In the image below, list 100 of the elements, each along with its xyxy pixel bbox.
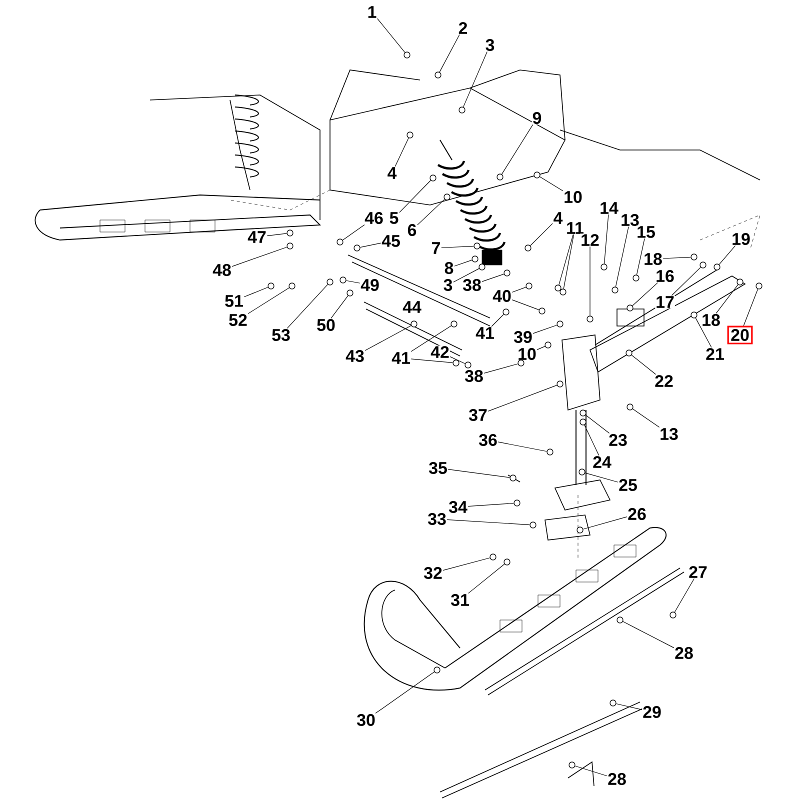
callout-number: 44 xyxy=(402,300,422,314)
callout-number: 3 xyxy=(442,278,454,292)
callout-number: 33 xyxy=(427,512,447,526)
callout-number: 7 xyxy=(430,242,442,254)
callout-number: 39 xyxy=(513,330,533,344)
leader-line xyxy=(375,672,435,714)
callout-number: 10 xyxy=(563,190,583,204)
callout-number: 42 xyxy=(430,346,450,358)
callout-number: 31 xyxy=(450,594,470,607)
leader-line xyxy=(244,286,268,298)
leader-line xyxy=(616,703,642,710)
callout-number: 10 xyxy=(517,348,537,360)
leader-line xyxy=(563,234,574,290)
callout-number: 49 xyxy=(360,278,380,292)
callout-number: 45 xyxy=(381,234,401,248)
callout-number: 19 xyxy=(731,232,751,246)
callout-number: 30 xyxy=(356,714,376,727)
callout-number: 26 xyxy=(627,508,647,520)
leader-line xyxy=(439,34,460,72)
leader-line xyxy=(364,325,412,351)
callout-number: 28 xyxy=(674,646,694,660)
leader-line xyxy=(636,238,645,276)
leader-line xyxy=(716,284,738,314)
leader-line xyxy=(286,284,328,329)
leader-line xyxy=(671,267,701,296)
leader-line xyxy=(604,214,609,264)
leader-line xyxy=(468,502,514,507)
leader-line xyxy=(512,300,540,310)
leader-line xyxy=(532,324,558,334)
callout-number: 22 xyxy=(654,374,674,388)
callout-number: 50 xyxy=(316,318,336,332)
callout-number: 41 xyxy=(475,326,495,340)
leader-line xyxy=(558,234,574,286)
leader-line xyxy=(530,223,553,246)
leader-line xyxy=(632,282,658,306)
leader-line xyxy=(582,516,628,530)
leader-line xyxy=(377,18,406,53)
leader-line xyxy=(410,358,453,363)
leader-line xyxy=(482,274,504,282)
callout-number: 6 xyxy=(406,224,418,236)
leader-line xyxy=(448,469,510,478)
callout-number: 28 xyxy=(607,772,627,786)
callout-number: 38 xyxy=(464,370,484,382)
callout-number: 17 xyxy=(655,296,675,308)
callout-number: 34 xyxy=(448,500,468,514)
callout-number: 40 xyxy=(492,290,512,302)
leader-line xyxy=(695,318,712,348)
callout-number: 23 xyxy=(608,434,628,446)
leader-line xyxy=(622,621,674,648)
leader-line xyxy=(453,268,480,282)
callout-number: 15 xyxy=(636,226,656,238)
callout-number: 46 xyxy=(364,212,384,224)
callout-number: 35 xyxy=(428,462,448,474)
leader-line xyxy=(468,564,505,594)
callout-number: 47 xyxy=(247,230,267,244)
callout-number: 53 xyxy=(271,328,291,342)
leader-line xyxy=(446,519,530,526)
callout-number: 16 xyxy=(655,270,675,282)
leader-line xyxy=(484,364,518,374)
leader-line xyxy=(450,356,466,364)
leader-line xyxy=(743,288,758,326)
leader-line xyxy=(536,346,546,350)
leader-line xyxy=(488,384,558,412)
leader-line xyxy=(410,326,452,352)
leader-line xyxy=(248,287,290,314)
leader-line xyxy=(266,233,287,236)
callout-number: 5 xyxy=(388,212,400,224)
leader-line xyxy=(674,578,694,612)
leader-line xyxy=(491,314,504,327)
callout-number: 41 xyxy=(391,352,411,364)
leader-line xyxy=(498,442,548,452)
callout-number: 13 xyxy=(620,214,640,226)
callout-number: 9 xyxy=(532,112,542,124)
leader-line xyxy=(631,354,656,375)
callout-number: 48 xyxy=(212,264,232,276)
callout-number: 32 xyxy=(423,566,443,580)
leader-line xyxy=(394,138,409,167)
callout-number: 14 xyxy=(599,202,619,214)
callout-number: 27 xyxy=(688,566,708,578)
leader-line xyxy=(584,424,600,456)
leader-line xyxy=(662,256,691,259)
leader-line xyxy=(441,246,474,248)
callout-number: 2 xyxy=(458,22,468,34)
callout-number: 18 xyxy=(701,314,721,326)
callout-number: 21 xyxy=(705,348,725,360)
leader-line xyxy=(360,242,382,248)
callout-number: 4 xyxy=(386,166,398,180)
callout-number: 51 xyxy=(224,294,244,308)
callout-number: 24 xyxy=(592,456,612,468)
callout-number: 43 xyxy=(345,350,365,362)
callout-number: 3 xyxy=(484,38,496,52)
leader-line xyxy=(501,124,534,174)
callout-number: 52 xyxy=(228,314,248,326)
callout-number: 13 xyxy=(659,428,679,440)
leader-line xyxy=(463,51,488,108)
leader-line xyxy=(454,260,472,266)
callout-number: 11 xyxy=(566,222,584,234)
leader-line xyxy=(584,472,618,482)
leader-line xyxy=(512,286,526,293)
callout-number: 25 xyxy=(618,478,638,492)
